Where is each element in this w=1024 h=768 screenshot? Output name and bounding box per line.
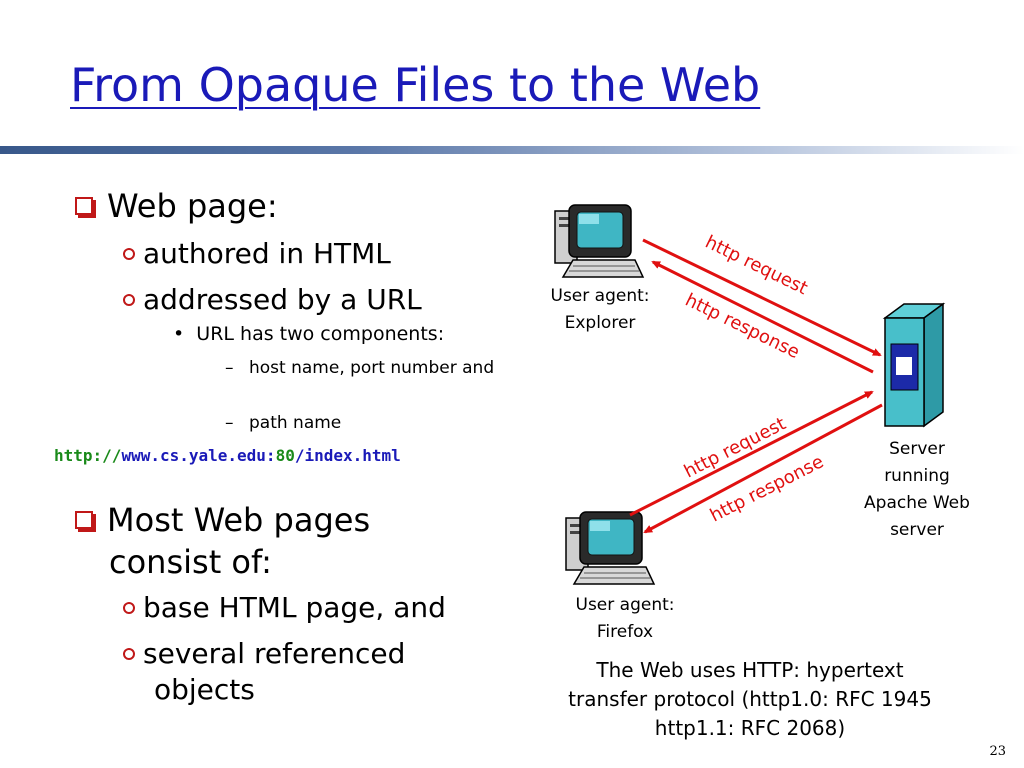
bottom-request-label: http request [681,413,790,482]
label-line: Firefox [596,622,654,642]
bullet-referenced-cont: objects [154,673,255,706]
label-line: server [890,520,944,540]
circle-bullet-icon [123,602,135,614]
bullet-base-html: base HTML page, and [123,592,446,624]
caption-line: transfer protocol (http1.0: RFC 1945 [568,687,932,711]
label-line: Server [889,439,945,459]
bullet-host-name: – host name, port number and [225,358,505,379]
bullet-text: host name, port number and [249,358,495,378]
url-host: www.cs.yale.edu: [121,446,276,465]
circle-bullet-icon [123,248,135,260]
page-number: 23 [989,744,1006,759]
bullet-text: several referenced [143,637,406,670]
explorer-label: User agent: Explorer [525,283,675,337]
slide-title: From Opaque Files to the Web [70,58,761,112]
http-response-arrow [643,403,883,534]
computer-icon [565,511,656,585]
firefox-label: User agent: Firefox [550,592,700,646]
title-divider [0,146,1024,154]
example-url: http://www.cs.yale.edu:80/index.html [54,446,401,465]
bullet-text: path name [249,413,342,433]
http-request-arrow [629,390,874,517]
bullet-authored: authored in HTML [123,238,391,270]
bullet-url-components: • URL has two components: [173,323,444,345]
bullet-most-pages-cont: consist of: [109,543,272,581]
bullet-text: base HTML page, and [143,591,446,624]
bullet-addressed: addressed by a URL [123,284,422,316]
bullet-text: authored in HTML [143,237,391,270]
circle-bullet-icon [123,648,135,660]
http-request-arrow [642,238,882,357]
square-bullet-icon [75,197,93,215]
caption-line: The Web uses HTTP: hypertext [596,658,904,682]
bullet-text: URL has two components: [196,323,445,345]
top-request-label: http request [702,232,811,300]
url-port: 80 [275,446,295,465]
url-path: /index.html [294,446,401,465]
bullet-text: Most Web pages [107,501,371,539]
http-caption: The Web uses HTTP: hypertext transfer pr… [520,656,980,743]
bullet-web-page: Web page: [75,188,278,224]
bullet-path-name: – path name [225,413,505,434]
circle-bullet-icon [123,294,135,306]
caption-line: http1.1: RFC 2068) [654,716,846,740]
computer-icon [554,204,645,278]
bullet-referenced: several referenced [123,638,405,670]
dash-bullet-icon: – [225,413,234,433]
label-line: running [884,466,950,486]
server-icon [882,302,946,428]
http-response-arrow [651,260,874,374]
label-line: User agent: [575,595,675,615]
bullet-text: Web page: [107,187,278,225]
label-line: Apache Web [864,493,970,513]
square-bullet-icon [75,511,93,529]
label-line: User agent: [550,286,650,306]
dot-bullet-icon: • [173,323,197,345]
bullet-most-pages: Most Web pages [75,502,370,538]
server-label: Server running Apache Web server [842,436,992,544]
label-line: Explorer [564,313,636,333]
bullet-text: addressed by a URL [143,283,422,316]
url-protocol: http:// [54,446,122,465]
dash-bullet-icon: – [225,358,234,378]
